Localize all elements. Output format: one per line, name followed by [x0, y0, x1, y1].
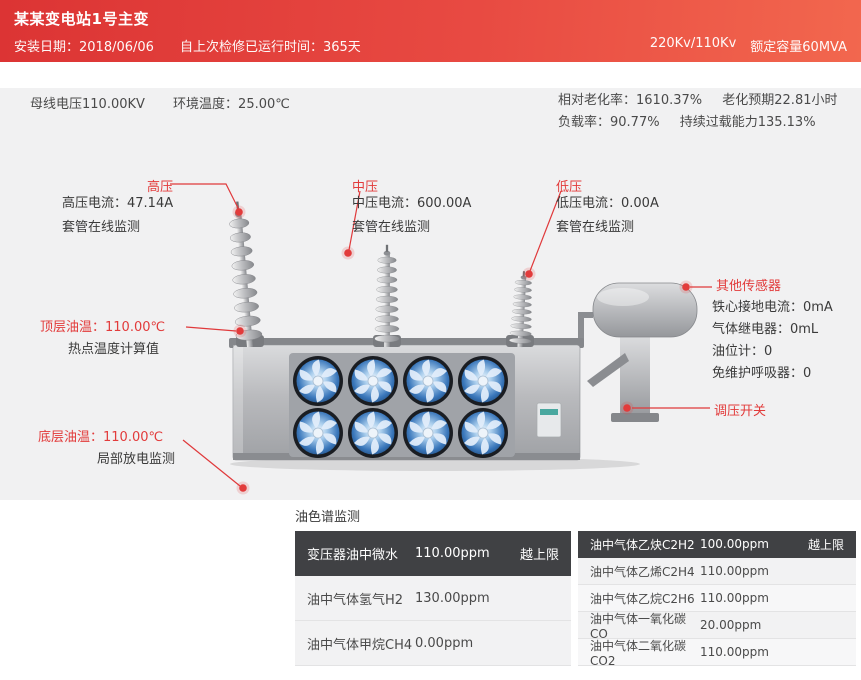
param-name: 油中气体氢气H2 [307, 592, 404, 608]
table-row: 油中气体一氧化碳CO 20.00ppm [578, 611, 856, 641]
hv-monitor: 套管在线监测 [62, 220, 141, 235]
fan-icon [402, 355, 454, 407]
param-name: 油中气体乙烷C2H6 [590, 591, 695, 606]
fan-icon [457, 407, 509, 459]
runtime-since-maintenance: 自上次检修已运行时间：365天 [179, 40, 361, 55]
table-row: 油中气体甲烷CH4 0.00ppm [295, 621, 571, 666]
fan-icon [402, 407, 454, 459]
oil-level-gauge: 油位计：0 [712, 344, 773, 359]
oil-section-title: 油色谱监测 [295, 510, 361, 525]
header-subline: 安装日期：2018/06/06 自上次检修已运行时间：365天 [14, 36, 361, 55]
param-name: 变压器油中微水 [307, 547, 399, 563]
load-line: 负载率：90.77% 持续过载能力135.13% [558, 112, 837, 134]
ambient-temp: 环境温度：25.00℃ [173, 97, 290, 112]
bottom-oil-temp-label: 底层油温：110.00℃ [38, 430, 164, 445]
oil-table-right: 油中气体乙炔C2H2 100.00ppm 越上限 油中气体乙烯C2H4 110.… [578, 531, 856, 668]
support-foot [611, 413, 659, 422]
load-rate: 负载率：90.77% [558, 115, 660, 130]
mv-current: 中压电流：600.00A [352, 196, 472, 211]
param-value: 20.00ppm [700, 618, 762, 632]
param-value: 110.00ppm [700, 591, 769, 605]
lv-label: 低压 [556, 180, 583, 195]
core-ground-current: 铁心接地电流：0mA [712, 300, 833, 315]
control-box [536, 402, 562, 438]
fan-icon [457, 355, 509, 407]
param-name: 油中气体一氧化碳CO [590, 611, 687, 641]
hv-current: 高压电流：47.14A [62, 196, 174, 211]
page-title: 某某变电站1号主变 [14, 10, 149, 28]
status-badge: 越上限 [519, 547, 559, 563]
overload-capacity: 持续过载能力135.13% [679, 115, 816, 130]
lv-readings: 低压电流：0.00A 套管在线监测 [556, 192, 659, 240]
rated-capacity: 额定容量60MVA [750, 40, 847, 55]
bottom-oil-temp-sub: 局部放电监测 [97, 452, 176, 467]
param-value: 110.00ppm [415, 545, 490, 561]
mv-readings: 中压电流：600.00A 套管在线监测 [352, 192, 471, 240]
oil-table-left: 变压器油中微水 110.00ppm 越上限 油中气体氢气H2 130.00ppm… [295, 531, 571, 666]
tap-switch-label: 调压开关 [714, 404, 767, 419]
overview-right: 相对老化率：1610.37% 老化预期22.81小时 负载率：90.77% 持续… [558, 90, 837, 134]
other-sensors-label: 其他传感器 [716, 279, 782, 294]
top-oil-temp-label: 顶层油温：110.00℃ [40, 320, 166, 335]
table-row: 油中气体乙烯C2H4 110.00ppm [578, 558, 856, 585]
control-box-display [540, 409, 558, 415]
voltage-rating: 220Kv/110Kv [649, 36, 737, 51]
header-bar: 某某变电站1号主变 安装日期：2018/06/06 自上次检修已运行时间：365… [0, 0, 861, 62]
install-date: 安装日期：2018/06/06 [14, 40, 154, 55]
mv-monitor: 套管在线监测 [352, 220, 431, 235]
overview-left: 母线电压110.00KV 环境温度：25.00℃ [30, 93, 290, 112]
aging-forecast: 老化预期22.81小时 [722, 93, 838, 108]
support-brace [587, 353, 629, 387]
conservator-tank [592, 282, 698, 338]
maintenance-free-breather: 免维护呼吸器：0 [712, 366, 812, 381]
param-value: 110.00ppm [700, 564, 769, 578]
aging-line: 相对老化率：1610.37% 老化预期22.81小时 [558, 90, 837, 112]
conservator-support [620, 335, 650, 419]
hv-bushing [225, 200, 264, 349]
status-badge: 越上限 [807, 537, 844, 552]
hv-label: 高压 [147, 180, 174, 195]
hv-readings: 高压电流：47.14A 套管在线监测 [62, 192, 173, 240]
fan-icon [347, 407, 399, 459]
lv-current: 低压电流：0.00A [556, 196, 659, 211]
header-spec: 220Kv/110Kv 额定容量60MVA [650, 36, 847, 55]
table-row: 变压器油中微水 110.00ppm 越上限 [295, 531, 571, 576]
bus-voltage: 母线电压110.00KV [30, 97, 145, 112]
table-row: 油中气体乙炔C2H2 100.00ppm 越上限 [578, 531, 856, 558]
param-name: 油中气体甲烷CH4 [307, 637, 413, 653]
param-name: 油中气体乙炔C2H2 [590, 537, 695, 552]
fan-icon [292, 407, 344, 459]
param-name: 油中气体二氧化碳CO2 [590, 638, 687, 668]
param-value: 130.00ppm [415, 590, 490, 606]
param-value: 110.00ppm [700, 645, 769, 659]
gas-relay: 气体继电器：0mL [712, 322, 819, 337]
fan-icon [347, 355, 399, 407]
param-name: 油中气体乙烯C2H4 [590, 564, 695, 579]
table-row: 油中气体氢气H2 130.00ppm [295, 576, 571, 621]
param-value: 100.00ppm [700, 537, 769, 551]
ground-shadow [230, 457, 640, 471]
conservator-highlight [597, 288, 649, 306]
aging-rate: 相对老化率：1610.37% [558, 93, 703, 108]
oil-pipe [578, 312, 593, 345]
table-row: 油中气体乙烷C2H6 110.00ppm [578, 585, 856, 612]
transformer-illustration [225, 200, 698, 471]
lv-monitor: 套管在线监测 [556, 220, 635, 235]
param-value: 0.00ppm [415, 635, 474, 651]
tank-edge-highlight [233, 345, 243, 460]
mv-bushing [374, 244, 400, 348]
fan-icon [292, 355, 344, 407]
table-row: 油中气体二氧化碳CO2 110.00ppm [578, 638, 856, 668]
other-sensors-readings: 铁心接地电流：0mA 气体继电器：0mL 油位计：0 免维护呼吸器：0 [712, 297, 833, 385]
top-oil-temp-sub: 热点温度计算值 [68, 342, 160, 357]
